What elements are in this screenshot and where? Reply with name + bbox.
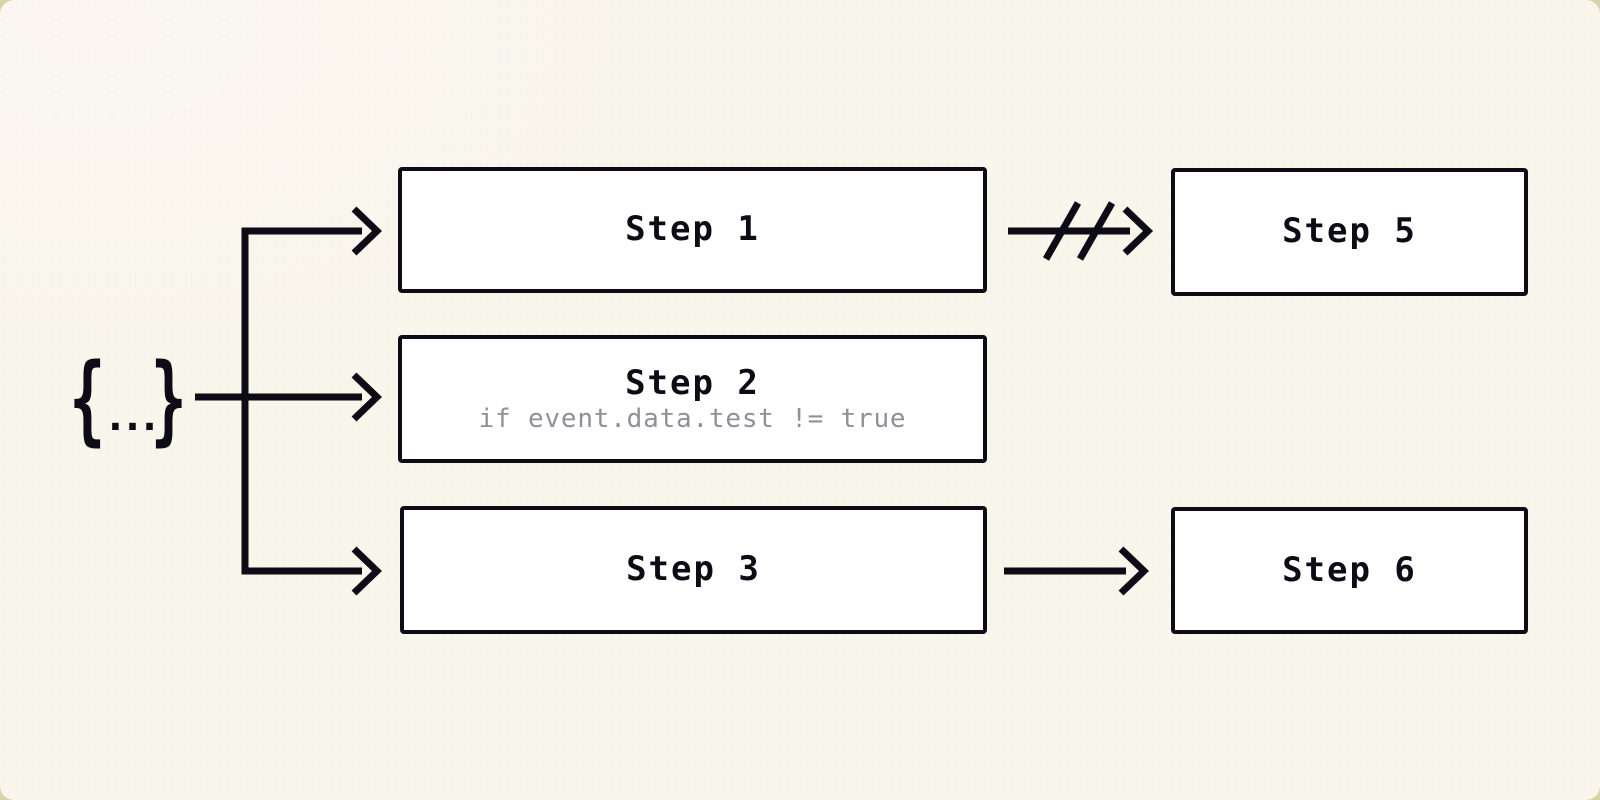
node-step-3: Step 3 [400,506,987,634]
node-step-5: Step 5 [1171,168,1528,296]
brace-open: { [69,343,106,457]
braces-ellipsis-icon: { ... } [58,344,198,456]
arrowhead-step2-icon [351,372,383,422]
connector-branch-trunk [241,227,362,575]
ellipsis-dots: ... [103,394,161,440]
step-3-label: Step 3 [626,549,761,590]
brace-close: } [150,343,187,457]
arrowhead-step3-icon [351,546,383,596]
step-6-label: Step 6 [1282,549,1417,590]
step-5-label: Step 5 [1282,211,1417,252]
step-2-condition: if event.data.test != true [478,403,907,434]
node-step-2: Step 2 if event.data.test != true [398,335,987,463]
node-step-1: Step 1 [398,167,987,293]
arrowhead-step6-icon [1118,546,1150,596]
step-1-label: Step 1 [625,209,760,250]
arrowhead-step5-icon [1122,206,1154,256]
severed-slash-1-icon [1042,201,1082,261]
severed-slash-2-icon [1076,201,1116,261]
step-2-label: Step 2 [625,362,760,403]
arrowhead-step1-icon [351,206,383,256]
node-step-6: Step 6 [1171,507,1528,634]
